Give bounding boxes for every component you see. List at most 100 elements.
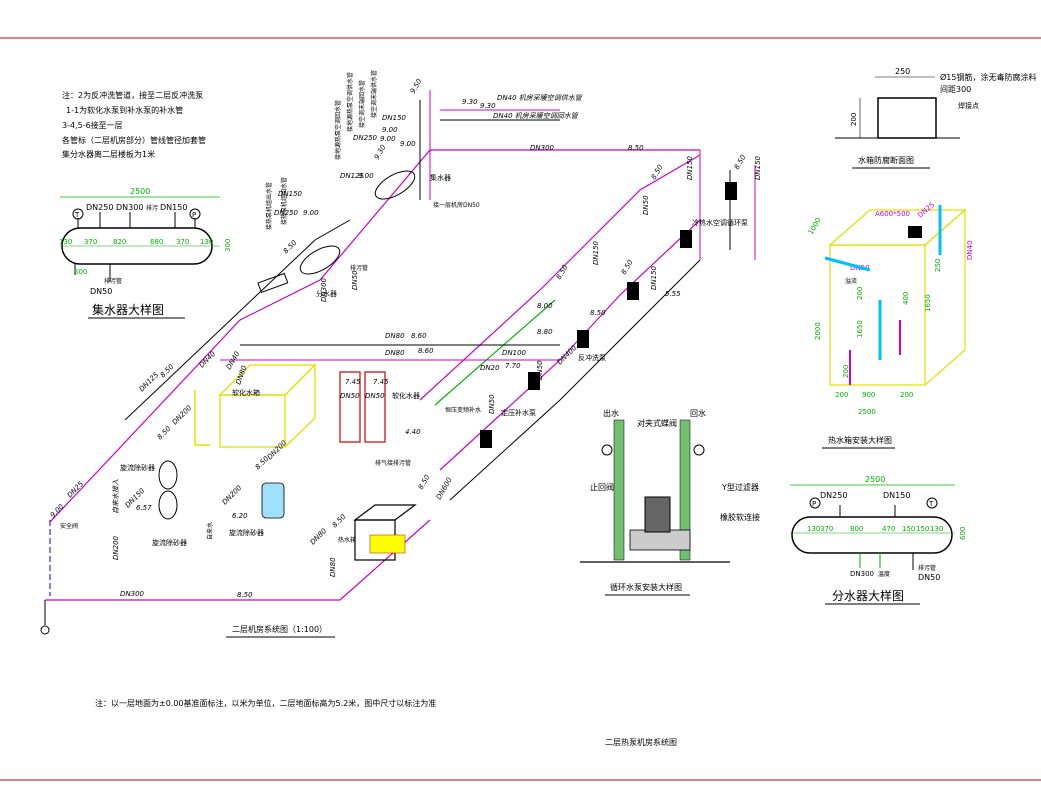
elev-930a: 9.30 <box>462 98 478 106</box>
dn50b: DN50 <box>642 195 650 215</box>
elev-555: 5.55 <box>665 290 681 298</box>
safety-valve-label: 安全阀 <box>60 522 78 530</box>
dn400: DN400 <box>556 343 579 366</box>
tank-section-note-3: 焊接点 <box>958 101 979 110</box>
collector-t-mark: T <box>74 211 80 219</box>
pressure-gauge-icon <box>189 208 201 220</box>
self-intake-label: 自来水接入 <box>112 479 120 514</box>
tank-dim-v-4: 1650 <box>924 294 932 312</box>
distributor-p-mark: P <box>812 500 816 508</box>
tank-section-height: 200 <box>850 113 858 126</box>
distributor-dim-6: 130 <box>930 525 943 533</box>
dn50a: DN50 <box>351 270 359 290</box>
hot-tank-label-box <box>369 534 406 554</box>
elev-440: 4.40 <box>405 428 421 436</box>
dn20: DN20 <box>480 364 500 372</box>
temperature-gauge-icon <box>72 208 84 220</box>
note-line-5: 集分水器离二层楼板为1米 <box>62 149 155 159</box>
pump-motor <box>644 496 671 533</box>
dn80c: DN80 <box>234 364 248 386</box>
elev-850c: 8.50 <box>733 153 748 171</box>
distributor-detail-title: 分水器大样图 <box>832 588 904 603</box>
system-diagram: 9.30 9.30 DN40 机房采暖空调供水管 DN40 机房采暖空调回水管 … <box>40 70 762 747</box>
elev-800: 8.00 <box>537 302 553 310</box>
dn150f: DN150 <box>650 265 658 290</box>
drain-pipe-label: 排污管 <box>350 264 368 272</box>
pump-icon-6 <box>480 430 492 448</box>
elev-850m: 8.50 <box>237 591 253 599</box>
dn25: DN25 <box>66 480 86 500</box>
vent-label: 排气接排污管 <box>375 459 411 467</box>
collector-label: 集水器 <box>430 173 451 182</box>
cir-pump-label: 冷热水空调循环泵 <box>692 218 748 227</box>
tank-section-note-1: Ø15钢筋，涂无毒防腐涂料 <box>940 72 1036 82</box>
elev-900e: 9.00 <box>303 209 319 217</box>
pressure-gauge-icon <box>809 497 821 509</box>
collector-side-label: 排污 <box>146 204 158 212</box>
pump-joint-label: 橡胶软连接 <box>720 512 760 522</box>
dn300c: DN300 <box>120 590 145 598</box>
collector-drain-label: 排污管 <box>104 277 122 285</box>
dn150b: DN150 <box>278 190 303 198</box>
dn300b: DN300 <box>530 144 555 152</box>
elev-745b: 7.45 <box>373 378 389 386</box>
dn200c: DN200 <box>266 438 289 461</box>
collector-dn-b: DN300 <box>116 203 143 212</box>
tank-section-title: 水箱防腐断面图 <box>858 155 914 165</box>
tank-dim-v-0: 200 <box>856 287 864 300</box>
collector-dim-0: 130 <box>59 238 72 246</box>
elev-860b: 8.60 <box>418 347 434 355</box>
pump-icon-1 <box>680 230 692 248</box>
tank-label: 热水箱 <box>338 536 356 544</box>
elev-880: 8.80 <box>537 328 553 336</box>
collector-dim-5: 130 <box>200 238 213 246</box>
dn80d: DN80 <box>309 527 329 547</box>
tank-section-width: 250 <box>895 67 910 76</box>
cyclone-sand-label: 旋流除砂器 <box>120 463 155 472</box>
elev-850f: 8.50 <box>620 258 635 276</box>
distributor-dn-a: DN250 <box>820 491 847 500</box>
elev-850e: 8.50 <box>555 263 570 281</box>
collector-mini <box>374 170 416 200</box>
pump-base <box>629 529 691 551</box>
heatpump-2f-title: 二层热泵机房系统图 <box>605 737 677 747</box>
elev-900b: 9.00 <box>380 135 396 143</box>
collector-dn-a: DN250 <box>86 203 113 212</box>
tank-width: 2500 <box>858 408 876 416</box>
collector-dim-2: 820 <box>113 238 126 246</box>
elev-850k: 8.50 <box>331 512 348 529</box>
distributor-label: 分水器 <box>316 289 337 298</box>
elev-850h: 8.50 <box>159 362 176 379</box>
vert-label-3: 接地源热泵空调回水管 <box>334 100 342 160</box>
elev-930c: 9.30 <box>373 143 388 161</box>
dn250a: DN250 <box>353 134 378 142</box>
distributor-dim-2: 800 <box>850 525 863 533</box>
pump-check-label: 止回阀 <box>590 482 614 492</box>
tank-top-label: A600*500 <box>875 210 910 218</box>
tank-hole-label: 溢流 <box>845 277 857 285</box>
tank-section-note-2: 间距300 <box>940 85 971 94</box>
distributor-dim-0: 130 <box>807 525 820 533</box>
dn200a: DN200 <box>171 403 194 426</box>
dn50d: DN50 <box>488 394 496 414</box>
tank-dim-v-5: 200 <box>842 365 850 378</box>
tank-section-detail: 250 200 Ø15钢筋，涂无毒防腐涂料 间距300 焊接点 水箱防腐断面图 <box>835 67 1036 169</box>
pressure-tank <box>261 482 285 519</box>
collector-detail: 2500 T P DN250 DN300 排污 DN150 130 370 82… <box>59 187 232 319</box>
backwash-pump-label: 反冲洗泵 <box>578 353 606 362</box>
elev-900a: 9.00 <box>382 126 398 134</box>
dn150c: DN150 <box>686 155 694 180</box>
collector-dim-4: 370 <box>176 238 189 246</box>
dn80b: DN80 <box>385 349 405 357</box>
system-2f-title: 二层机房系统图（1:100） <box>232 624 327 634</box>
pump-icon-5 <box>528 372 540 390</box>
distributor-drain-dn: DN50 <box>918 573 940 582</box>
elev-745a: 7.45 <box>345 378 361 386</box>
elev-850g: 8.50 <box>590 309 606 317</box>
pump-icon-4 <box>577 330 589 348</box>
vert-label-5: 接空调末端回水管 <box>358 80 366 128</box>
vert-label-2: 接热泵机组回水管 <box>280 177 288 225</box>
note-line-1: 注：2为反冲洗管道，接至二层反冲洗泵 <box>62 90 203 100</box>
dn50e: DN50 <box>340 392 360 400</box>
